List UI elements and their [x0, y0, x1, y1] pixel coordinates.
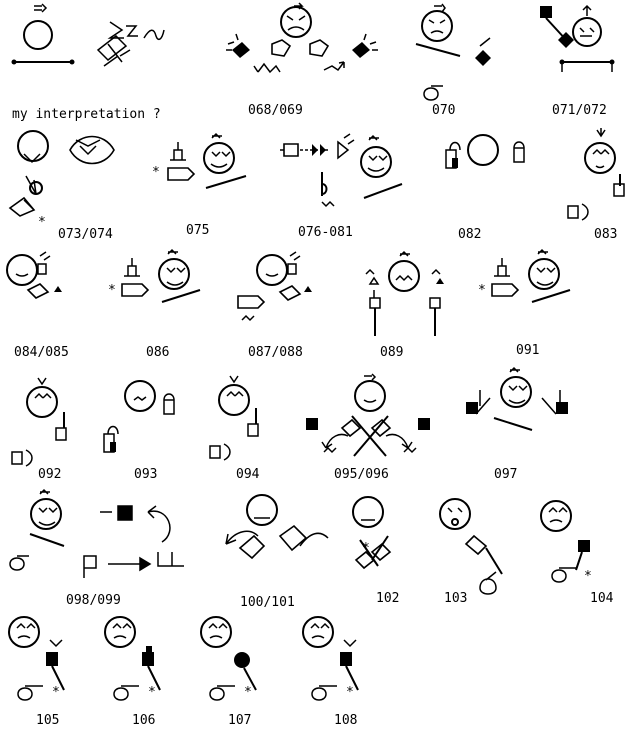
- symbol-087-088: [237, 251, 312, 322]
- symbol-104: *: [540, 500, 592, 584]
- symbol-103: [439, 498, 503, 595]
- label-089: 089: [380, 345, 403, 360]
- label-092: 092: [38, 467, 61, 482]
- label-071-072: 071/072: [552, 103, 607, 118]
- label-070: 070: [432, 103, 455, 118]
- label-068-069: 068/069: [248, 103, 303, 118]
- star-icon: *: [152, 165, 160, 180]
- label-093: 093: [134, 467, 157, 482]
- label-091: 091: [516, 343, 539, 358]
- label-073-074: 073/074: [58, 227, 113, 242]
- symbol-100-101: [225, 494, 329, 560]
- label-104: 104: [590, 591, 614, 606]
- symbol-075: *: [152, 132, 247, 189]
- symbol-094: [209, 375, 259, 461]
- star-icon: *: [584, 569, 592, 584]
- interpretation-figure: [11, 3, 165, 67]
- symbol-107: *: [200, 616, 257, 701]
- symbol-070: [415, 3, 491, 101]
- label-082: 082: [458, 227, 481, 242]
- label-095-096: 095/096: [334, 467, 389, 482]
- label-098-099: 098/099: [66, 593, 121, 608]
- star-icon: *: [108, 283, 116, 298]
- symbol-095-096: [306, 373, 430, 457]
- symbol-084-085: [6, 251, 62, 302]
- symbol-076-081: [280, 133, 403, 208]
- symbol-092: [11, 377, 67, 467]
- label-087-088: 087/088: [248, 345, 303, 360]
- star-icon: *: [38, 215, 46, 230]
- symbol-091: *: [478, 248, 571, 303]
- star-icon: *: [52, 685, 60, 700]
- label-097: 097: [494, 467, 517, 482]
- star-icon: *: [244, 685, 252, 700]
- symbol-082: [445, 134, 525, 169]
- interpretation-caption: my interpretation ?: [12, 107, 161, 122]
- symbol-098-099: [9, 488, 184, 578]
- symbol-105: *: [8, 616, 65, 701]
- label-084-085: 084/085: [14, 345, 69, 360]
- star-icon: *: [478, 283, 486, 298]
- label-107: 107: [228, 713, 251, 728]
- symbol-089: [365, 250, 444, 336]
- label-103: 103: [444, 591, 467, 606]
- symbol-068-069: [226, 2, 378, 74]
- label-094: 094: [236, 467, 260, 482]
- label-076-081: 076-081: [298, 225, 353, 240]
- label-086: 086: [146, 345, 169, 360]
- symbol-097: [466, 366, 568, 431]
- star-icon: *: [346, 685, 354, 700]
- symbol-073-074: *: [8, 130, 115, 230]
- symbol-106: *: [104, 616, 161, 701]
- label-083: 083: [594, 227, 617, 242]
- symbol-108: *: [302, 616, 359, 701]
- label-108: 108: [334, 713, 357, 728]
- label-100-101: 100/101: [240, 595, 295, 610]
- symbol-102: *: [352, 496, 392, 570]
- label-106: 106: [132, 713, 155, 728]
- symbol-083: [567, 128, 625, 221]
- symbol-086: *: [108, 248, 201, 303]
- label-102: 102: [376, 591, 399, 606]
- label-075: 075: [186, 223, 209, 238]
- label-105: 105: [36, 713, 59, 728]
- star-icon: *: [148, 685, 156, 700]
- symbol-071-072: [540, 4, 615, 72]
- star-icon: *: [362, 541, 370, 556]
- symbol-093: [103, 380, 175, 453]
